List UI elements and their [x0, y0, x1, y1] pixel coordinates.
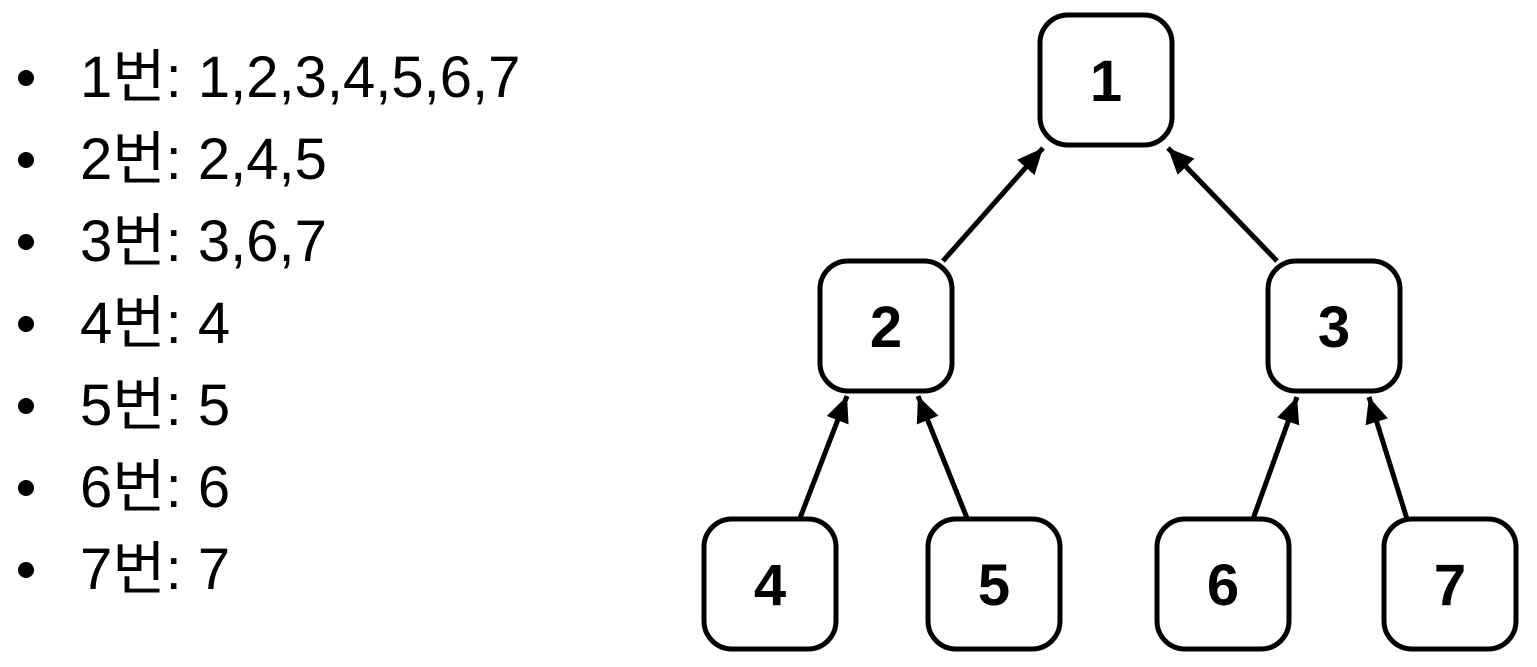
tree-edge-5-to-2 [915, 395, 970, 519]
list-item-text: 7번: 7 [80, 537, 231, 602]
tree-edge-4-to-2 [797, 395, 850, 519]
bullet-icon [18, 316, 34, 332]
tree-node-label-1: 1 [1090, 49, 1122, 114]
list-item-text: 5번: 5 [80, 373, 231, 438]
tree-node-1: 1 [1037, 12, 1175, 148]
list-item-text: 1번: 1,2,3,4,5,6,7 [80, 45, 521, 110]
bullet-icon [18, 152, 34, 168]
tree-edge-7-to-3 [1365, 396, 1410, 520]
tree-edges [797, 146, 1410, 520]
tree-edge-3-to-1 [1166, 146, 1279, 263]
tree-node-box-6 [1154, 516, 1292, 652]
bullet-icon [18, 480, 34, 496]
tree-node-label-4: 4 [754, 553, 786, 618]
tree-node-7: 7 [1381, 516, 1519, 652]
adjacency-list: 1번: 1,2,3,4,5,6,7 2번: 2,4,5 3번: 3,6,7 4번… [18, 37, 520, 611]
bullet-icon [18, 398, 34, 414]
list-item-text: 2번: 2,4,5 [80, 127, 327, 192]
tree-edge-2-to-1 [941, 146, 1045, 263]
tree-node-label-5: 5 [978, 553, 1010, 618]
tree-node-box-5 [925, 516, 1063, 652]
tree-node-label-3: 3 [1318, 295, 1350, 360]
bullet-icon [18, 234, 34, 250]
bullet-icon [18, 70, 34, 86]
tree-node-box-2 [817, 258, 955, 394]
tree-nodes: 1 2 3 4 5 6 7 [701, 12, 1519, 652]
tree-node-box-4 [701, 516, 839, 652]
list-item: 4번: 4 [18, 283, 520, 365]
tree-node-box-7 [1381, 516, 1519, 652]
tree-node-4: 4 [701, 516, 839, 652]
tree-node-6: 6 [1154, 516, 1292, 652]
tree-node-3: 3 [1265, 258, 1403, 394]
list-item: 6번: 6 [18, 447, 520, 529]
tree-edge-6-to-3 [1250, 396, 1300, 520]
list-item-text: 6번: 6 [80, 455, 231, 520]
tree-node-label-6: 6 [1207, 553, 1239, 618]
list-item: 7번: 7 [18, 529, 520, 611]
list-item-text: 4번: 4 [80, 291, 231, 356]
tree-node-label-7: 7 [1434, 553, 1466, 618]
tree-node-box-1 [1037, 12, 1175, 148]
list-item: 1번: 1,2,3,4,5,6,7 [18, 37, 520, 119]
tree-node-5: 5 [925, 516, 1063, 652]
list-item-text: 3번: 3,6,7 [80, 209, 327, 274]
tree-node-box-3 [1265, 258, 1403, 394]
list-item: 5번: 5 [18, 365, 520, 447]
tree-node-2: 2 [817, 258, 955, 394]
tree-node-label-2: 2 [870, 295, 902, 360]
list-item: 3번: 3,6,7 [18, 201, 520, 283]
bullet-icon [18, 562, 34, 578]
list-item: 2번: 2,4,5 [18, 119, 520, 201]
